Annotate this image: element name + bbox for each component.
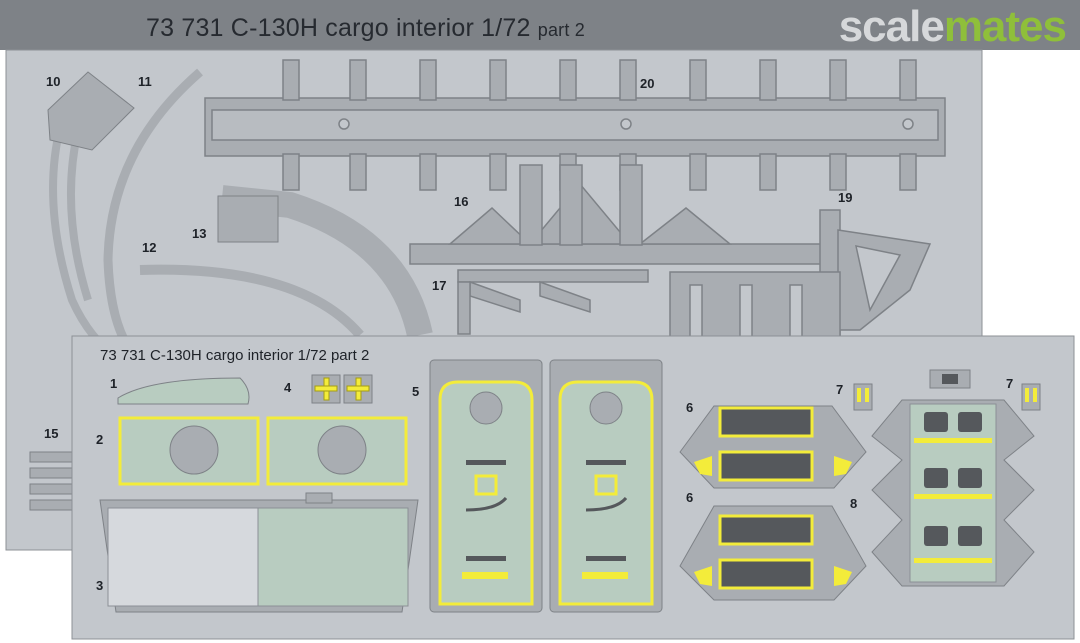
label-part-10: 10 [46,74,60,89]
part-11-curved-strip [103,68,203,353]
label-part-7-left: 7 [836,382,843,397]
part-4-crosses [311,374,373,404]
part-12-arc [139,264,364,339]
label-part-6-upper: 6 [686,400,693,415]
label-part-6-lower: 6 [686,490,693,505]
part-2-panels [118,416,408,486]
part-13-arc [217,185,433,338]
part-6-seat-lower [679,505,867,601]
part-19-frame [669,209,932,343]
label-part-13: 13 [192,226,206,241]
part-16-bracket [409,164,826,265]
part-8-panel [871,399,1035,587]
title-part: part 2 [537,20,585,40]
part-20-rail [204,59,946,191]
part-17-bracket [457,269,649,335]
part-7-small-right [1021,383,1041,411]
label-part-7-right: 7 [1006,376,1013,391]
title-main: 73 731 C-130H cargo interior 1/72 [146,14,531,42]
label-part-12: 12 [142,240,156,255]
part-7-small-left [853,383,873,411]
part-10-head [47,71,135,151]
label-part-4: 4 [284,380,292,395]
label-part-15: 15 [44,426,58,441]
label-part-5: 5 [412,384,419,399]
part-6-seat-upper [679,405,867,489]
label-part-16: 16 [454,194,468,209]
label-part-3: 3 [96,578,103,593]
fret-front-title: 73 731 C-130H cargo interior 1/72 part 2 [100,347,369,364]
label-part-8: 8 [850,496,857,511]
part-5-door-right [549,359,663,613]
part-3-panel [99,492,419,613]
part-5-door-left [429,359,543,613]
label-part-1: 1 [110,376,117,391]
scalemates-logo: scalemates [838,2,1067,52]
label-part-2: 2 [96,432,103,447]
label-part-19: 19 [838,190,852,205]
logo-text-mates: mates [943,2,1067,51]
label-part-20: 20 [640,76,654,91]
label-part-17: 17 [432,278,446,293]
label-part-11: 11 [138,74,152,89]
part-1-window [117,377,250,405]
small-bracket-part [929,369,971,389]
fret-title: 73 731 C-130H cargo interior 1/72 part 2 [146,14,585,43]
header-bar: 73 731 C-130H cargo interior 1/72 part 2… [0,0,1080,52]
logo-text-scale: scale [838,2,945,51]
